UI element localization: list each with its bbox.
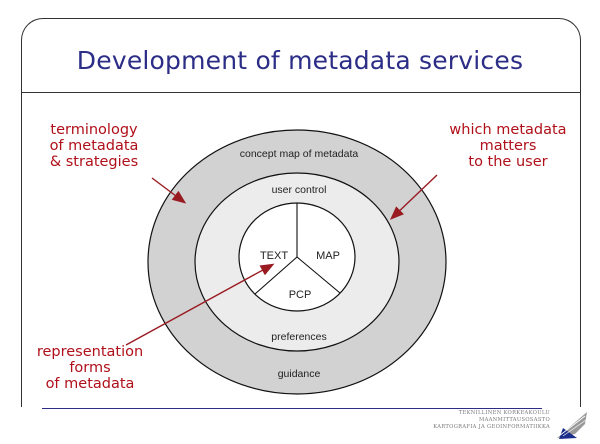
- footer-divider: [42, 408, 542, 409]
- annotation-representation-line-3: of metadata: [45, 376, 135, 392]
- arrow-user-matters: [389, 174, 438, 220]
- sector-text-label: TEXT: [260, 250, 288, 262]
- sector-divider-left: [254, 256, 298, 295]
- sector-map-label: MAP: [316, 250, 340, 262]
- sector-pcp-label: PCP: [289, 289, 312, 301]
- annotation-terminology-line-1: terminology: [50, 122, 138, 138]
- footer-line-3: KARTOGRAFIA JA GEOINFORMATIIKKA: [433, 424, 550, 430]
- annotation-user-matters-line-2: matters: [479, 138, 537, 154]
- outer-ring-top-label: concept map of metadata: [240, 148, 359, 160]
- slide-frame: [21, 18, 581, 407]
- outer-ring-bottom-label: guidance: [278, 368, 321, 380]
- sector-divider-right: [296, 256, 341, 294]
- footer-institution: TEKNILLINEN KORKEAKOULU MAANMITTAUSOSAST…: [400, 410, 550, 431]
- arrow-representation: [125, 263, 275, 346]
- footer-line-1: TEKNILLINEN KORKEAKOULU: [458, 410, 550, 416]
- title-divider: [21, 92, 581, 93]
- annotation-user-matters-line-1: which metadata: [449, 122, 567, 138]
- university-logo-icon: [557, 412, 587, 439]
- annotation-terminology: terminology of metadata & strategies: [34, 122, 154, 170]
- annotation-user-matters-line-3: to the user: [468, 154, 548, 170]
- annotation-representation-line-2: forms: [69, 360, 111, 376]
- annotation-representation: representation forms of metadata: [30, 344, 150, 392]
- annotation-user-matters: which metadata matters to the user: [438, 122, 578, 170]
- annotation-terminology-line-2: of metadata: [49, 138, 139, 154]
- middle-ring-top-label: user control: [272, 184, 327, 196]
- annotation-representation-line-1: representation: [36, 344, 144, 360]
- slide-title: Development of metadata services: [76, 46, 524, 75]
- annotation-terminology-line-3: & strategies: [49, 154, 139, 170]
- footer-line-2: MAANMITTAUSOSASTO: [478, 417, 550, 423]
- arrow-terminology: [151, 177, 187, 204]
- middle-ring-bottom-label: preferences: [271, 331, 326, 343]
